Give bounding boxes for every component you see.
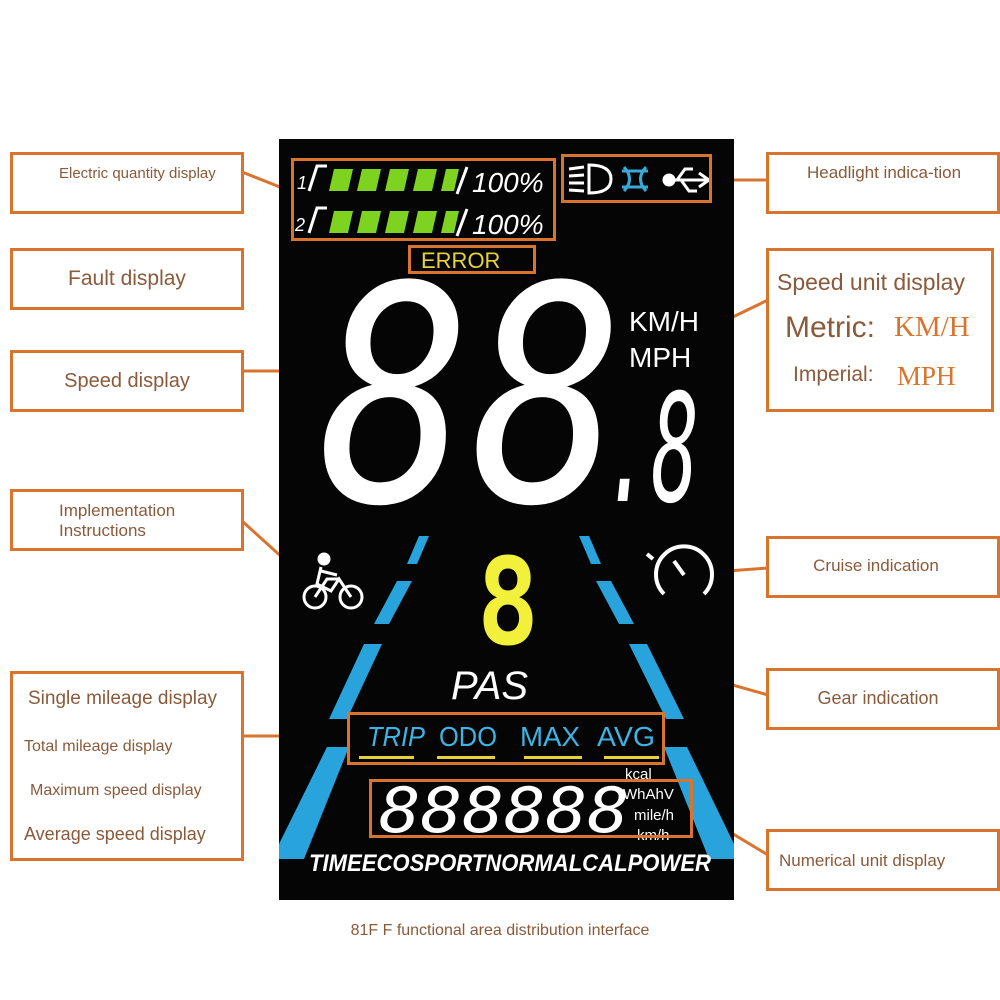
mode-odo: ODO (439, 721, 497, 752)
callout-gear: Gear indication (766, 668, 1000, 730)
unit-mileh: mile/h (634, 807, 674, 824)
battery1-bar (413, 169, 437, 191)
callout-cruise-label: Cruise indication (813, 556, 939, 575)
lane-left-4 (279, 747, 349, 859)
lane-right-1 (579, 536, 601, 564)
lane-markers (279, 536, 734, 859)
callout-fault-label: Fault display (68, 267, 186, 290)
callout-mileage-group: Single mileage display Total mileage dis… (10, 671, 244, 861)
battery2-bar (413, 211, 437, 233)
unit-kcal: kcal (625, 766, 652, 783)
gear-digit: 8 (477, 534, 539, 673)
callout-speed-unit-label: Speed unit display (777, 269, 965, 295)
mode-underline (359, 756, 414, 759)
callout-speed-unit: Speed unit display Metric: KM/H Imperial… (766, 248, 994, 412)
pas-label: PAS (451, 664, 528, 708)
callout-headlight-label: Headlight indica-tion (807, 163, 962, 182)
outline-modes (347, 712, 665, 765)
unit-whahv: WhAhV (623, 786, 674, 803)
battery1-percent: 100% (472, 167, 544, 198)
callout-metric-label: Metric: (785, 311, 875, 344)
battery2-bar (357, 211, 381, 233)
battery2-frame-right (455, 208, 469, 237)
mode-underline (524, 756, 582, 759)
callout-metric-value: KM/H (894, 311, 970, 343)
lane-left-2 (374, 581, 412, 624)
lane-right-2 (596, 581, 634, 624)
callout-total-mileage-label: Total mileage display (24, 738, 173, 755)
callout-gear-label: Gear indication (817, 688, 939, 708)
callout-numerical-unit: Numerical unit display (766, 829, 1000, 891)
callout-imperial-label: Imperial: (793, 363, 874, 386)
battery1-frame-right (455, 166, 469, 195)
error-text: ERROR (421, 248, 500, 273)
callout-speed: Speed display (10, 350, 244, 412)
unit-kmh: KM/H (629, 306, 699, 337)
mode-strip: TIMEECOSPORTNORMALCALPOWER (309, 850, 712, 877)
battery2-bars (329, 211, 459, 233)
lane-right-3 (629, 644, 684, 719)
mode-underline (437, 756, 495, 759)
mode-trip: TRIP (367, 721, 425, 752)
caption: 81F F functional area distribution inter… (350, 922, 650, 939)
lane-right-4 (664, 747, 734, 859)
battery1-frame-left (307, 164, 327, 192)
callout-fault: Fault display (10, 248, 244, 310)
mode-underlines (359, 756, 659, 759)
speed-digits: 88 (319, 223, 624, 572)
battery1-bar (329, 169, 353, 191)
battery1-bars (329, 169, 459, 191)
battery2-frame-left (307, 206, 327, 234)
lcd-display: 1 100% 2 100% (279, 139, 734, 900)
callout-implementation-label: Implementation Instructions (59, 501, 176, 540)
callout-max-speed-label: Maximum speed display (30, 782, 202, 799)
lcd-graphics: 1 100% 2 100% (279, 163, 734, 877)
outline-headlight (561, 154, 712, 203)
battery1-index: 1 (297, 173, 307, 193)
cruise-icon (645, 544, 714, 596)
callout-electric-quantity: Electric quantity display (10, 152, 244, 214)
battery2-bar (329, 211, 353, 233)
callout-electric-quantity-label: Electric quantity display (59, 165, 216, 182)
mode-avg: AVG (597, 721, 655, 752)
callout-cruise: Cruise indication (766, 536, 1000, 598)
headlight-icon (568, 163, 613, 195)
numeric-digits: 888888 (379, 774, 629, 847)
speed-decimal: .8 (604, 363, 699, 537)
lane-left-3 (329, 644, 382, 719)
mode-underline (604, 756, 659, 759)
callout-speed-label: Speed display (64, 370, 190, 392)
callout-imperial-value: MPH (897, 361, 956, 391)
outline-battery (291, 158, 556, 241)
usb-icon (662, 167, 712, 193)
battery2-index: 2 (294, 215, 305, 235)
callout-single-mileage-label: Single mileage display (28, 688, 218, 709)
callout-avg-speed-label: Average speed display (24, 824, 206, 844)
unit-mph: MPH (629, 342, 691, 373)
mode-max: MAX (520, 721, 580, 752)
callout-headlight: Headlight indica-tion (766, 152, 1000, 214)
battery1-bar (441, 169, 459, 191)
outline-numeric (369, 779, 693, 838)
cyclist-icon (302, 552, 364, 610)
battery1-bar (385, 169, 409, 191)
battery2-percent: 100% (472, 209, 544, 240)
callout-implementation: Implementation Instructions (10, 489, 244, 551)
high-beam-icon (622, 165, 648, 193)
callout-numerical-unit-label: Numerical unit display (779, 851, 946, 870)
lane-left-1 (407, 536, 429, 564)
battery1-bar (357, 169, 381, 191)
outline-error (408, 245, 536, 274)
battery2-bar (385, 211, 409, 233)
battery2-bar (441, 211, 459, 233)
